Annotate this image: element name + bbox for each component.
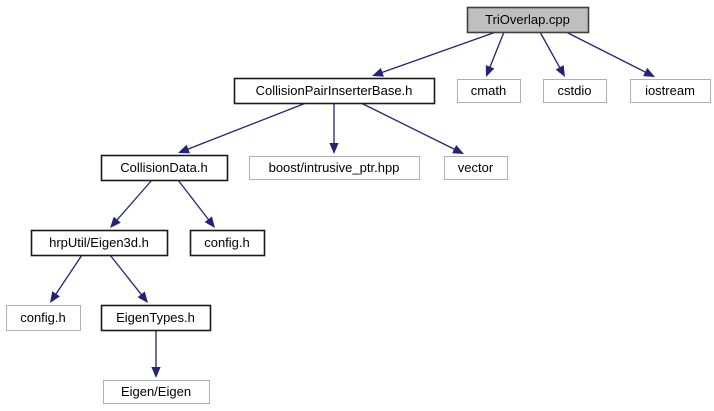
node-box[interactable] (30, 229, 169, 257)
graph-edge (178, 102, 307, 154)
edge-line (360, 102, 457, 151)
graph-node-cpib[interactable]: CollisionPairInserterBase.h (233, 77, 436, 105)
edge-arrowhead-icon (50, 291, 60, 303)
edge-line (539, 31, 562, 70)
edge-arrowhead-icon (452, 144, 464, 154)
edge-arrowhead-icon (372, 67, 384, 77)
graph-edge (485, 31, 505, 77)
graph-node-eigeneigen[interactable]: Eigen/Eigen (103, 380, 210, 404)
graph-node-confighB[interactable]: config.h (6, 305, 81, 331)
node-box[interactable] (630, 79, 711, 103)
edge-arrowhead-icon (178, 144, 190, 154)
graph-edge (177, 179, 215, 228)
graph-node-cmath[interactable]: cmath (457, 79, 521, 103)
edge-line (380, 31, 497, 74)
edge-line (186, 102, 307, 151)
graph-edge (50, 254, 83, 303)
edge-line (54, 254, 83, 296)
graph-edge (329, 103, 339, 154)
edge-arrowhead-icon (643, 67, 655, 77)
graph-node-eigen3d[interactable]: hrpUtil/Eigen3d.h (30, 229, 169, 257)
node-box[interactable] (249, 156, 420, 180)
graph-edge (110, 179, 153, 228)
graph-node-cstdio[interactable]: cstdio (543, 79, 607, 103)
edge-line (109, 254, 143, 297)
edge-line (565, 31, 648, 74)
edge-arrowhead-icon (137, 291, 148, 303)
graph-edge (151, 330, 161, 378)
edge-arrowhead-icon (110, 216, 121, 228)
graph-node-trioverlap[interactable]: TriOverlap.cpp (466, 6, 590, 34)
graph-node-eigentypes[interactable]: EigenTypes.h (100, 304, 212, 332)
edge-line (488, 31, 505, 69)
graph-edge (565, 31, 655, 77)
graph-edge (109, 254, 148, 303)
node-box[interactable] (6, 305, 81, 331)
node-box[interactable] (543, 79, 607, 103)
edge-line (177, 179, 211, 222)
edge-arrowhead-icon (329, 143, 339, 154)
graph-edge (539, 31, 565, 77)
node-box[interactable] (189, 229, 266, 257)
node-box[interactable] (466, 6, 590, 34)
edge-arrowhead-icon (485, 65, 495, 77)
graph-node-iostream[interactable]: iostream (630, 79, 711, 103)
node-box[interactable] (444, 156, 508, 180)
graph-node-vector[interactable]: vector (444, 156, 508, 180)
edge-arrowhead-icon (204, 216, 215, 228)
edge-layer (50, 31, 655, 378)
edge-arrowhead-icon (555, 65, 565, 77)
graph-edge (360, 102, 464, 154)
edge-line (115, 179, 153, 222)
node-box[interactable] (100, 154, 229, 182)
node-box[interactable] (103, 380, 210, 404)
graph-edge (372, 31, 497, 77)
node-box[interactable] (100, 304, 212, 332)
graph-node-boostptr[interactable]: boost/intrusive_ptr.hpp (249, 156, 420, 180)
node-box[interactable] (233, 77, 436, 105)
node-box[interactable] (457, 79, 521, 103)
graph-node-confighA[interactable]: config.h (189, 229, 266, 257)
graph-node-collisiondata[interactable]: CollisionData.h (100, 154, 229, 182)
node-layer: TriOverlap.cppCollisionPairInserterBase.… (6, 6, 711, 404)
edge-arrowhead-icon (151, 367, 161, 378)
